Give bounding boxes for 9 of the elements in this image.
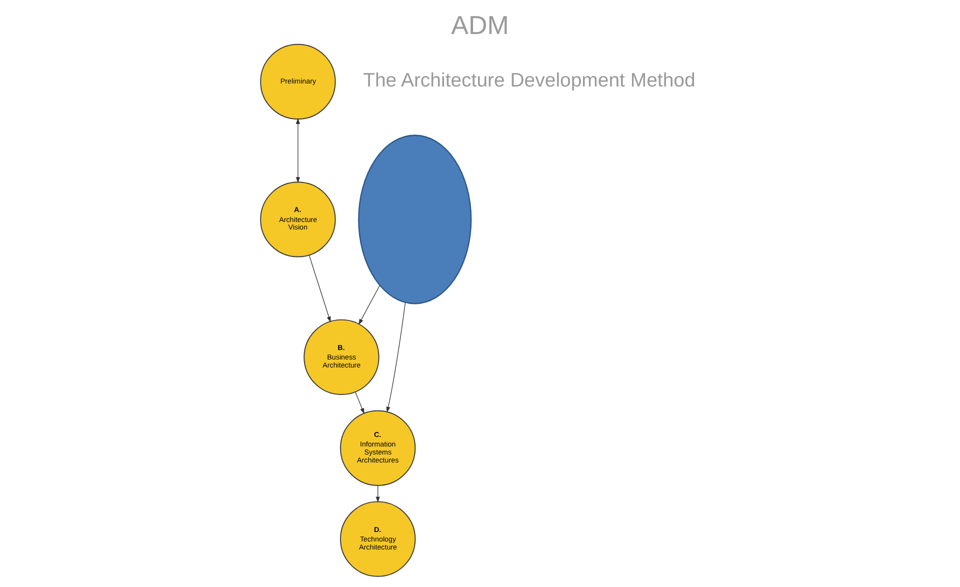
arrow — [296, 118, 300, 183]
node-ellipse — [358, 134, 472, 304]
arrow — [355, 392, 364, 414]
diagram-title: ADM — [451, 10, 509, 40]
arrow — [308, 254, 331, 322]
arrow — [358, 284, 380, 325]
arrow — [376, 485, 380, 503]
label: The Architecture Development Method — [363, 70, 696, 92]
arrow — [386, 302, 406, 413]
